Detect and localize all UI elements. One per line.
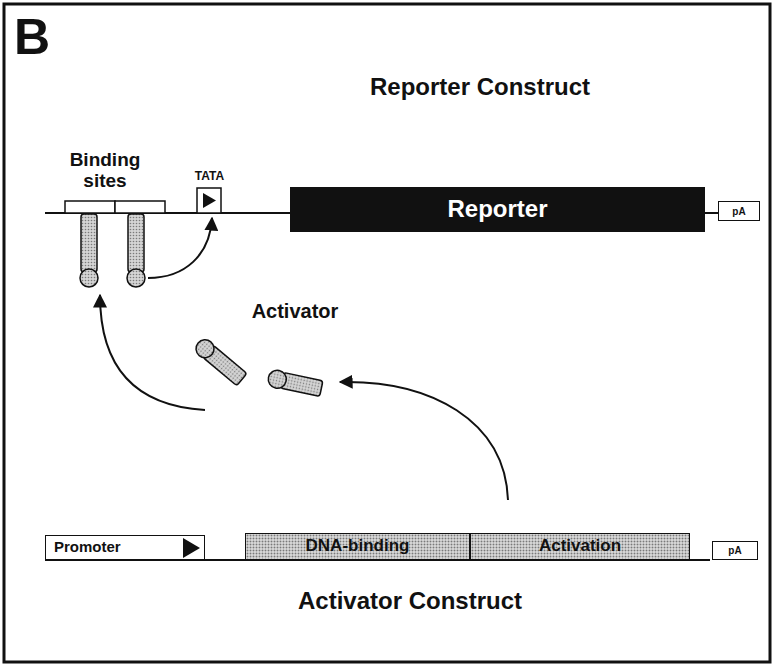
start-arrow xyxy=(183,538,200,558)
free-activator xyxy=(192,336,247,386)
construct-title: Reporter Construct xyxy=(330,74,630,100)
construct-title: Activator Construct xyxy=(260,588,560,614)
part-name: Activator xyxy=(240,300,350,322)
polya-box: pA xyxy=(718,201,760,221)
dna-binding-domain: DNA-binding xyxy=(245,533,470,560)
activation-arrow xyxy=(148,218,212,278)
binding-arrow xyxy=(100,295,205,410)
bound-activator xyxy=(80,214,145,287)
node-text: Promoter xyxy=(54,539,121,556)
frame xyxy=(4,4,770,662)
expression-arrow xyxy=(340,382,508,500)
node-text: pA xyxy=(732,206,745,217)
promoter-box: Promoter xyxy=(45,535,205,560)
node-text: pA xyxy=(728,545,741,556)
reporter-gene: Reporter xyxy=(290,187,705,232)
part-name: TATA xyxy=(182,170,237,183)
node-text: Reporter xyxy=(447,196,547,222)
panel-letter: B xyxy=(14,10,74,65)
binding-site xyxy=(115,201,165,213)
polya-box: pA xyxy=(712,541,758,560)
activation-domain: Activation xyxy=(470,533,690,560)
free-activator xyxy=(267,369,324,398)
part-name: Binding sites xyxy=(50,150,160,192)
node-text: Activation xyxy=(539,537,621,556)
node-text: DNA-binding xyxy=(306,537,410,556)
tata-box xyxy=(197,188,221,213)
binding-site xyxy=(65,201,115,213)
start-arrow xyxy=(203,193,216,208)
